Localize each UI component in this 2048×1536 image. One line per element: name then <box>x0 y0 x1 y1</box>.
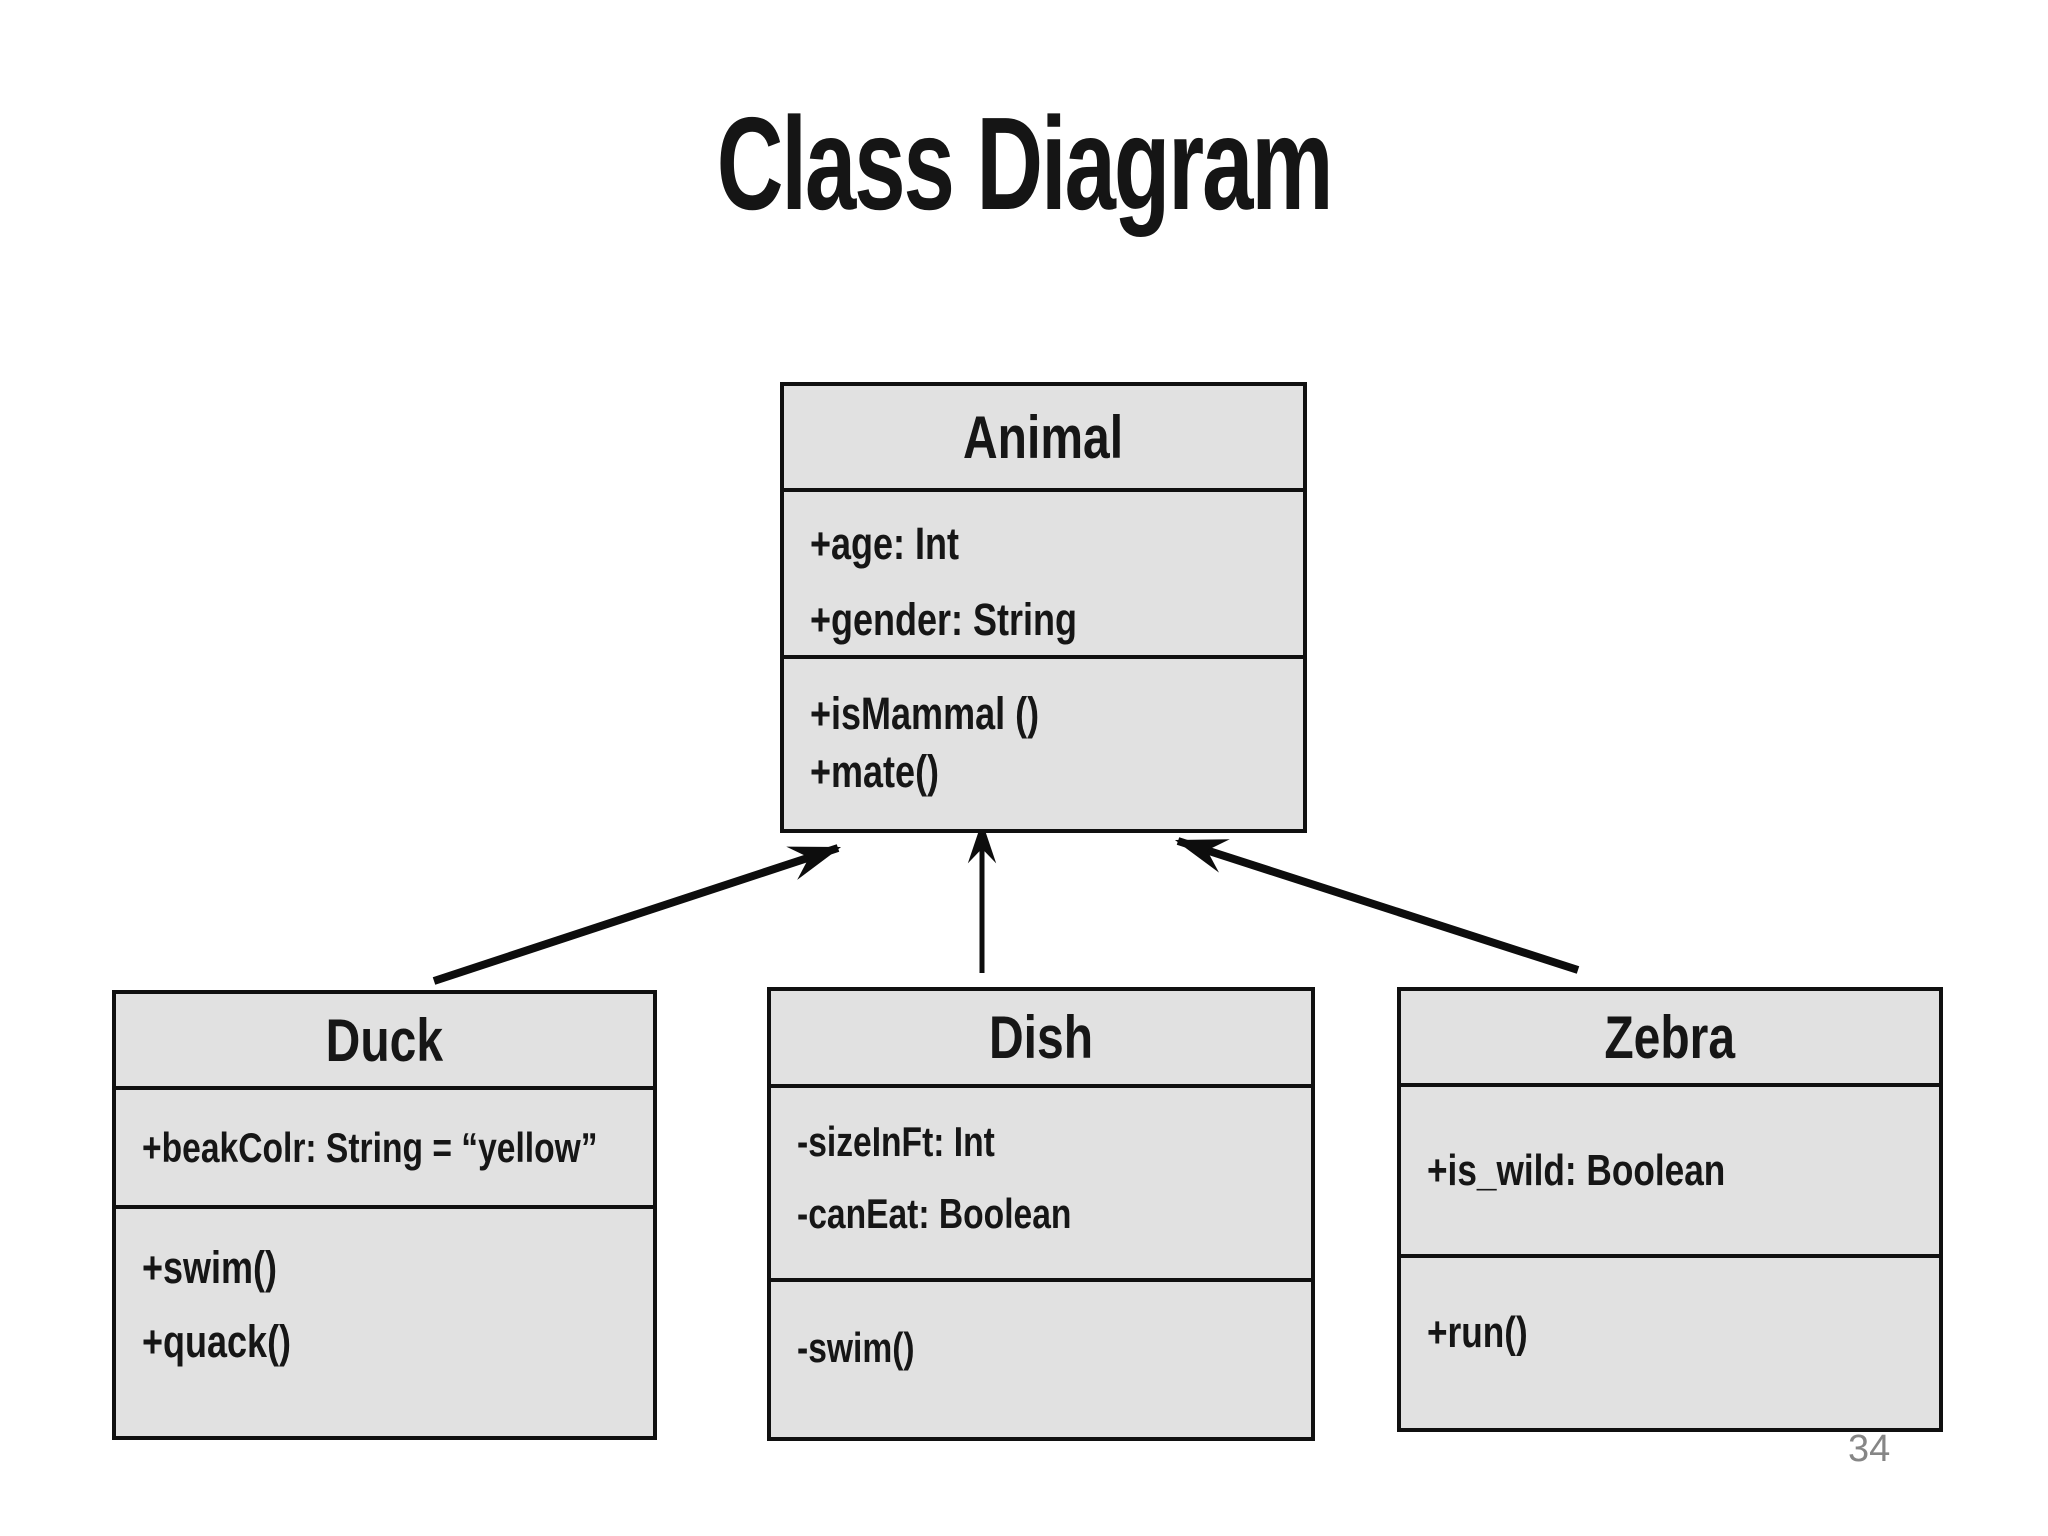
class-box-zebra: Zebra +is_wild: Boolean +run() <box>1397 987 1943 1432</box>
animal-methods-section: +isMammal () +mate() <box>784 659 1303 829</box>
class-box-duck: Duck +beakColr: String = “yellow” +swim(… <box>112 990 657 1440</box>
attribute-line: -sizeInFt: Int <box>797 1118 995 1165</box>
inheritance-arrow-zebra-to-animal <box>1174 837 1580 974</box>
method-line: -swim() <box>797 1324 915 1371</box>
zebra-methods-section: +run() <box>1401 1258 1939 1428</box>
class-name-duck: Duck <box>116 994 653 1090</box>
method-line: +quack() <box>142 1316 292 1367</box>
zebra-attributes-section: +is_wild: Boolean <box>1401 1087 1939 1258</box>
attribute-line: -canEat: Boolean <box>797 1190 1072 1237</box>
attribute-line: +is_wild: Boolean <box>1427 1145 1726 1195</box>
class-name-animal: Animal <box>784 386 1303 492</box>
dish-methods-section: -swim() <box>771 1282 1311 1437</box>
page-number: 34 <box>1848 1428 1891 1470</box>
attribute-line: +age: Int <box>810 518 960 569</box>
page-title-text: Class Diagram <box>716 90 1334 237</box>
attribute-line: +beakColr: String = “yellow” <box>142 1123 598 1171</box>
duck-methods-section: +swim() +quack() <box>116 1209 653 1436</box>
method-line: +run() <box>1427 1308 1528 1357</box>
class-name-dish: Dish <box>771 991 1311 1088</box>
attribute-line: +gender: String <box>810 594 1078 645</box>
method-line: +swim() <box>142 1242 278 1293</box>
duck-attributes-section: +beakColr: String = “yellow” <box>116 1090 653 1209</box>
class-box-dish: Dish -sizeInFt: Int -canEat: Boolean -sw… <box>767 987 1315 1441</box>
method-line: +isMammal () <box>810 688 1040 739</box>
inheritance-arrow-duck-to-animal <box>432 844 842 985</box>
class-name-zebra: Zebra <box>1401 991 1939 1087</box>
dish-attributes-section: -sizeInFt: Int -canEat: Boolean <box>771 1088 1311 1282</box>
method-line: +mate() <box>810 746 940 797</box>
class-box-animal: Animal +age: Int +gender: String +isMamm… <box>780 382 1307 833</box>
animal-attributes-section: +age: Int +gender: String <box>784 492 1303 659</box>
page-title: Class Diagram <box>0 88 2048 239</box>
